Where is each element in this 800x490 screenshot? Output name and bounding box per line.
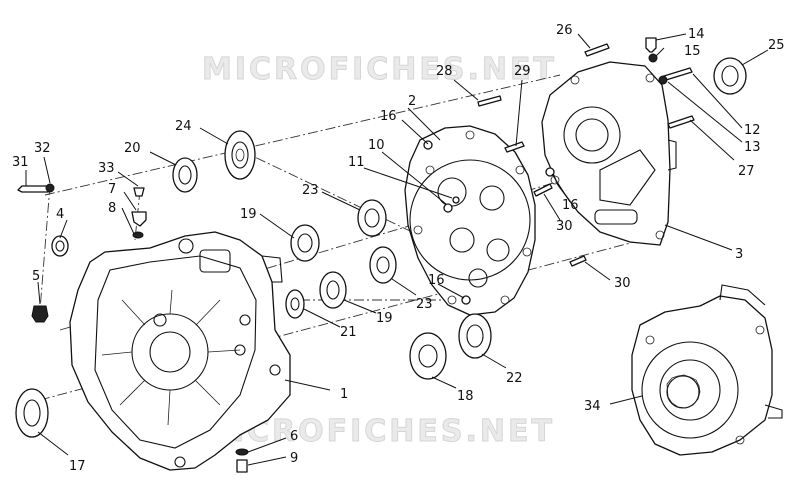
callout-6: 6 [290, 429, 298, 444]
callout-10: 10 [368, 138, 385, 153]
seal-21 [285, 289, 305, 319]
callout-3: 3 [735, 247, 743, 262]
fitting-14 [645, 37, 657, 53]
callout-23-a: 23 [302, 183, 319, 198]
rear-housing-part-1 [69, 231, 291, 471]
bearing-19-lower [319, 271, 347, 309]
small-hardware [17, 37, 695, 473]
washer-13 [658, 75, 668, 85]
bearing-18 [409, 332, 447, 380]
callout-27: 27 [738, 164, 755, 179]
callout-32: 32 [34, 141, 51, 156]
callout-26: 26 [556, 23, 573, 38]
intermediate-plate-part-2 [404, 125, 536, 316]
callout-29: 29 [514, 64, 531, 79]
callout-16-a: 16 [380, 109, 397, 124]
bearing-23-lower [369, 246, 397, 284]
bearing-19-upper [290, 224, 320, 262]
gearbox-assembly-part-34 [631, 284, 783, 456]
callout-1: 1 [340, 387, 348, 402]
callout-34: 34 [584, 399, 601, 414]
sensor-7 [131, 211, 147, 227]
dowel-16-a [423, 140, 433, 150]
bolt-26 [584, 43, 610, 57]
callout-33: 33 [98, 161, 115, 176]
callout-30-b: 30 [614, 276, 631, 291]
callout-23-b: 23 [416, 297, 433, 312]
callout-22: 22 [506, 371, 523, 386]
bearings-and-seals [15, 57, 747, 438]
bolt-27 [667, 115, 695, 129]
bolt-30-lower [569, 255, 587, 267]
callout-30-a: 30 [556, 219, 573, 234]
callout-20: 20 [124, 141, 141, 156]
leader-lines [25, 33, 769, 466]
callout-16-c: 16 [428, 273, 445, 288]
bolt-12 [663, 67, 693, 81]
callout-11: 11 [348, 155, 365, 170]
callout-7: 7 [108, 182, 116, 197]
washer-15 [648, 53, 658, 63]
callout-14: 14 [688, 27, 705, 42]
part-10 [443, 203, 453, 213]
washer-6 [235, 448, 249, 456]
bolt-29 [504, 141, 525, 153]
seal-25 [713, 57, 747, 95]
bearing-20 [172, 157, 198, 193]
gearbox-cover-part-3 [541, 61, 677, 246]
part-11 [452, 196, 460, 204]
callout-8: 8 [108, 201, 116, 216]
callout-13: 13 [744, 140, 761, 155]
callout-18: 18 [457, 389, 474, 404]
callout-17: 17 [69, 459, 86, 474]
seal-4 [51, 235, 69, 257]
callout-19-a: 19 [240, 207, 257, 222]
callout-4: 4 [56, 207, 64, 222]
washer-32 [45, 183, 55, 193]
bearing-23-upper [357, 199, 387, 237]
callout-5: 5 [32, 269, 40, 284]
bearing-22 [458, 313, 492, 359]
bolt-30-upper [533, 183, 553, 197]
callout-12: 12 [744, 123, 761, 138]
callout-9: 9 [290, 451, 298, 466]
plug-5 [31, 305, 49, 323]
seal-17 [15, 388, 49, 438]
bolt-28 [477, 95, 502, 107]
callout-2: 2 [408, 94, 416, 109]
callout-28: 28 [436, 64, 453, 79]
callout-19-b: 19 [376, 311, 393, 326]
bearing-24 [224, 130, 256, 180]
callout-21: 21 [340, 325, 357, 340]
washer-8 [132, 231, 144, 239]
bolt-9 [236, 459, 248, 473]
watermark-top: MICROFICHES.NET [202, 52, 557, 87]
callout-16-b: 16 [562, 198, 579, 213]
callout-24: 24 [175, 119, 192, 134]
callout-31: 31 [12, 155, 29, 170]
callout-25: 25 [768, 38, 785, 53]
bolt-31 [17, 185, 49, 193]
plug-33 [133, 187, 145, 197]
callout-labels: 1 2 3 4 5 6 7 8 9 10 11 12 13 14 15 16 1… [12, 23, 785, 474]
callout-15: 15 [684, 44, 701, 59]
